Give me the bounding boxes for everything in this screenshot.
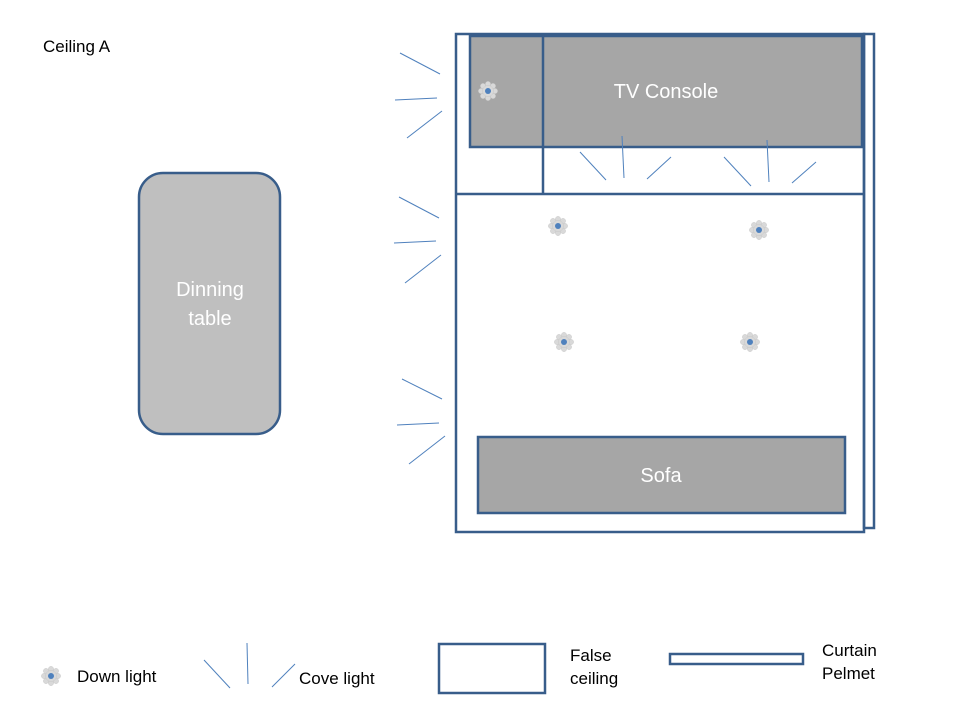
down-light-icon <box>553 331 575 353</box>
legend-curtain-pelmet-label-1: Curtain <box>822 641 877 660</box>
legend-false-ceiling-icon <box>437 642 547 695</box>
curtain-pelmet <box>862 32 876 530</box>
down-light-icon <box>477 80 499 102</box>
sofa: Sofa <box>476 435 847 515</box>
legend-curtain-pelmet-label-2: Pelmet <box>822 664 875 683</box>
sofa-label: Sofa <box>640 465 682 487</box>
legend-cove-light-label: Cove light <box>299 669 375 688</box>
cove-light-group-tv <box>579 135 817 187</box>
down-light-icon <box>739 331 761 353</box>
down-light-icon <box>748 219 770 241</box>
legend-curtain-pelmet-icon <box>668 652 805 666</box>
tv-console: TV Console <box>468 34 864 149</box>
down-light-icon <box>547 215 569 237</box>
legend-cove-light-icon <box>203 642 296 689</box>
legend-down-light-label: Down light <box>77 667 157 686</box>
tv-console-label: TV Console <box>614 81 719 103</box>
dining-table-label-1: Dinning <box>176 279 244 301</box>
legend-down-light-icon <box>40 665 62 687</box>
legend-false-ceiling-label-1: False <box>570 646 612 665</box>
dining-table: Dinning table <box>137 171 282 436</box>
legend: Down light Cove light False ceiling Curt… <box>40 641 877 695</box>
legend-false-ceiling-label-2: ceiling <box>570 669 618 688</box>
cove-light-group-left <box>393 52 446 465</box>
dining-table-label-2: table <box>188 308 231 330</box>
plan-title: Ceiling A <box>43 37 111 56</box>
